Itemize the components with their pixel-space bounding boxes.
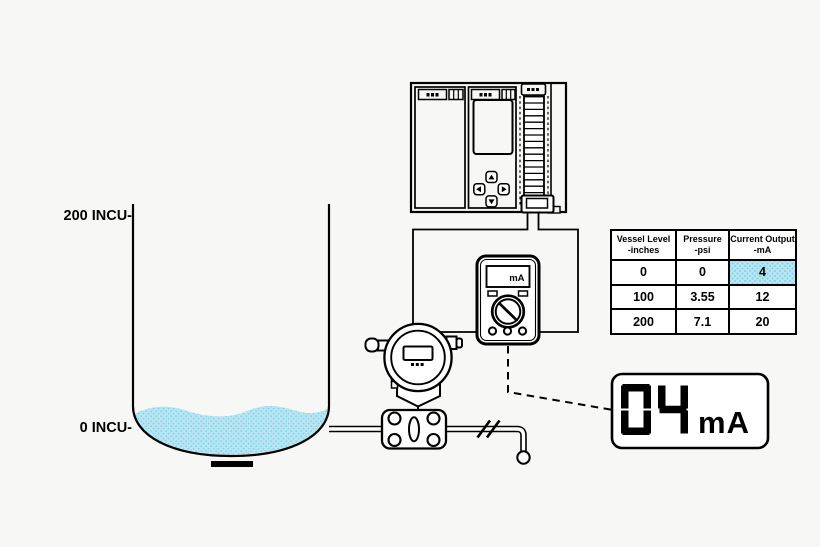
table-header-pressure: Pressure -psi (677, 231, 728, 259)
plc (409, 81, 568, 214)
pipe-right-bore (446, 427, 526, 451)
drain-valve-icon (516, 450, 531, 465)
tank-base (211, 461, 253, 467)
multimeter: mA (475, 254, 541, 346)
tank-scale-label-top: 200 INCU- (64, 208, 133, 224)
multimeter-display (485, 265, 531, 288)
readout-unit: mA (698, 405, 750, 440)
pipe-right (446, 425, 527, 451)
tank-water (134, 406, 328, 455)
table-cell: 7.1 (677, 310, 728, 333)
current-readout: mA (610, 372, 770, 450)
arrow-up-icon (488, 174, 495, 180)
multimeter-button-left (487, 290, 498, 297)
table-cell: 20 (730, 310, 795, 333)
flange-bolts (387, 411, 441, 448)
table-cell: 100 (612, 285, 675, 309)
seven-segment-digits (621, 384, 688, 435)
table-header-current-output: Current Output -mA (730, 231, 795, 259)
table-cell: 3.55 (677, 285, 728, 309)
vessel-tank: 200 INCU- 0 INCU- (64, 204, 331, 467)
table-cell-highlighted: 4 (730, 261, 795, 284)
tank-scale-label-bottom: 0 INCU- (80, 420, 133, 436)
plc-cpu-module (467, 86, 517, 209)
tank-outline (131, 204, 331, 458)
transmitter-display (402, 345, 434, 361)
multimeter-button-right (517, 290, 529, 297)
table-header-vessel-level: Vessel Level -inches (612, 231, 675, 259)
plc-dpad (473, 170, 510, 208)
arrow-right-icon (501, 186, 507, 193)
transmitter-display-buttons (411, 363, 424, 366)
plc-screen (472, 99, 514, 155)
plc-wiring-terminal (520, 194, 555, 214)
plc-power-module (414, 86, 466, 209)
table-cell: 0 (612, 261, 675, 284)
arrow-down-icon (488, 199, 495, 205)
transmitter-conduit-left (364, 337, 389, 353)
arrow-left-icon (476, 186, 481, 193)
multimeter-display-unit: mA (509, 273, 524, 284)
wire-left (412, 211, 529, 352)
callout-dashed-line (507, 346, 614, 411)
table-cell: 12 (730, 285, 795, 309)
multimeter-dial-icon (490, 294, 526, 329)
pressure-transmitter (364, 322, 463, 450)
impulse-piping (329, 419, 531, 465)
multimeter-jacks (487, 326, 528, 336)
calibration-table: Vessel Level -inches Pressure -psi Curre… (610, 229, 797, 335)
table-cell: 0 (677, 261, 728, 284)
table-cell: 200 (612, 310, 675, 333)
pipe-break-icon (476, 419, 501, 439)
flange-vent (408, 416, 420, 443)
